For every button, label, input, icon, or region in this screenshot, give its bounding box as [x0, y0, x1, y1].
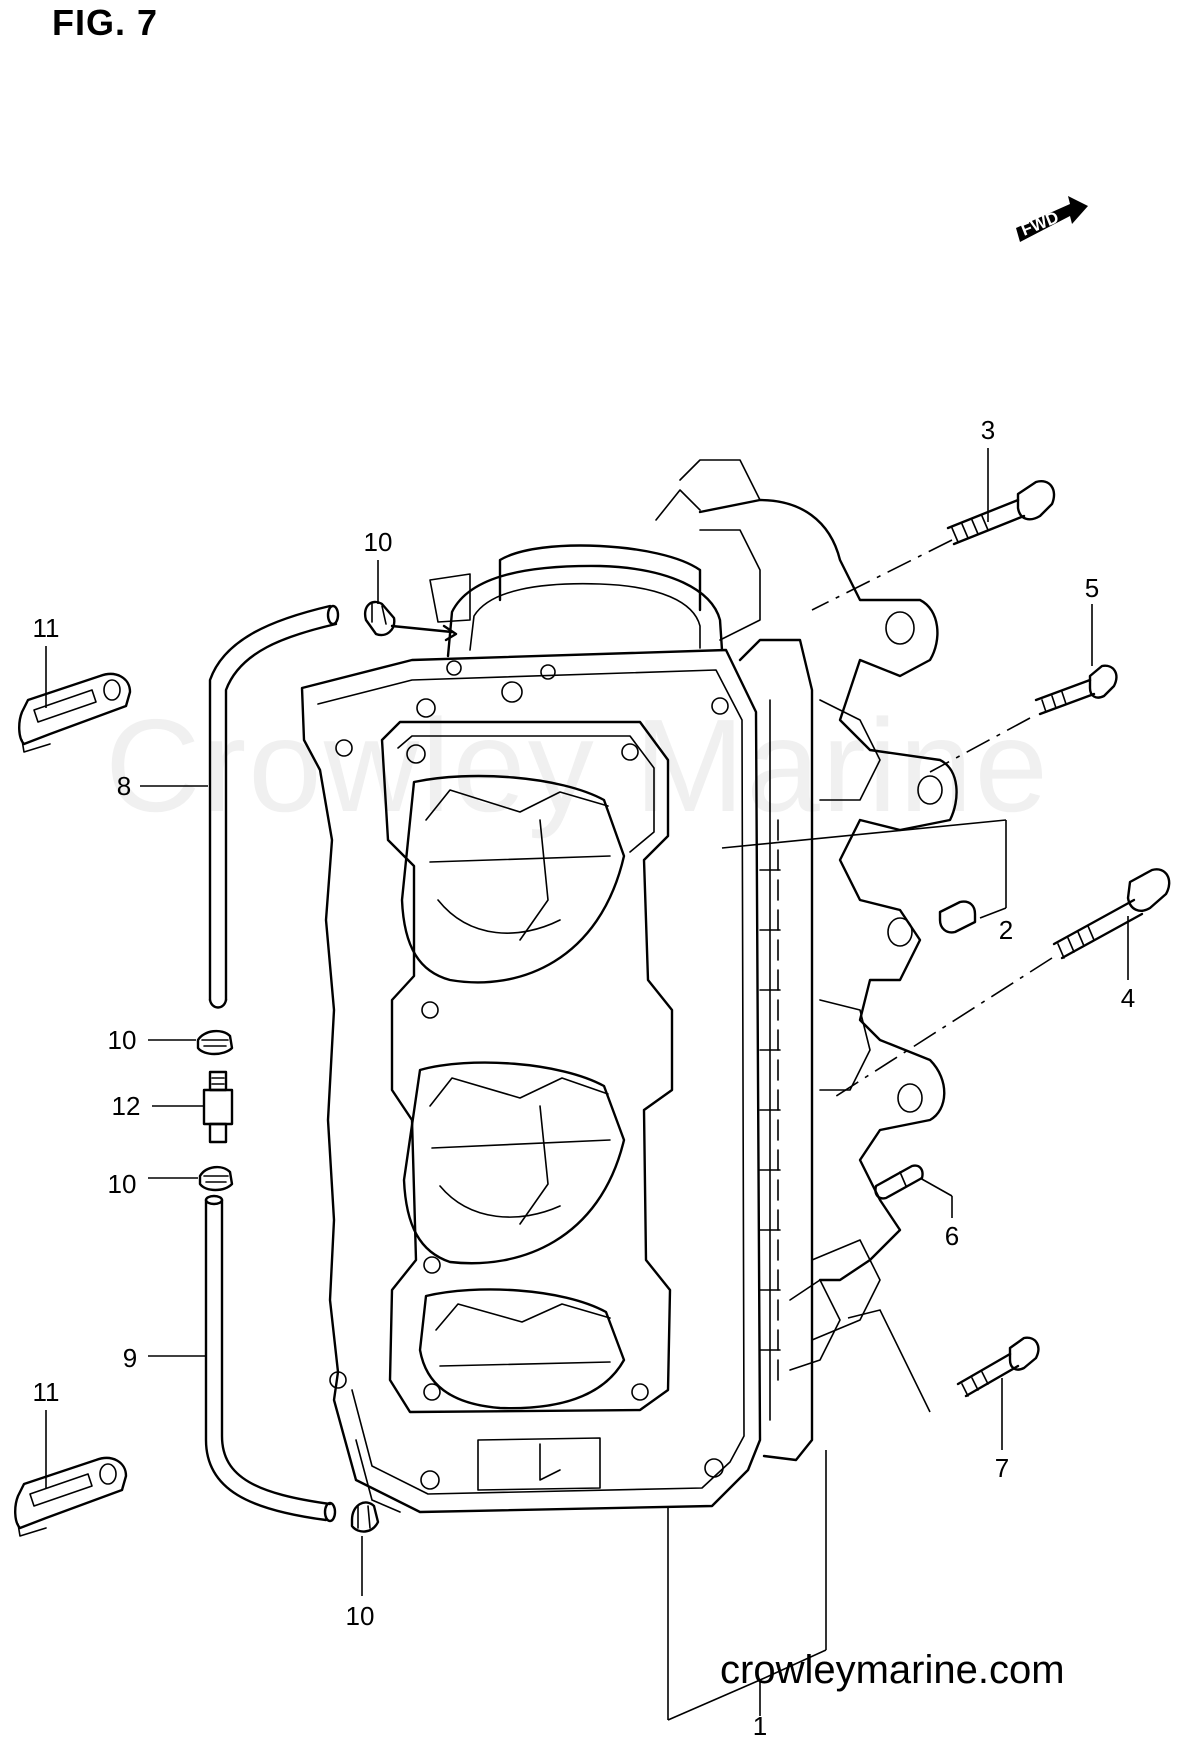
cylinder-block	[300, 459, 958, 1514]
callout-11-top: 11	[32, 613, 60, 643]
callout-2: 2	[998, 915, 1014, 945]
locating-pin	[938, 900, 977, 934]
callout-12: 12	[111, 1091, 141, 1121]
callout-10-mid-upper: 10	[107, 1025, 137, 1055]
callout-4: 4	[1120, 983, 1136, 1013]
callout-10-mid-lower: 10	[107, 1169, 137, 1199]
callout-10-top: 10	[363, 527, 393, 557]
callout-11-bottom: 11	[32, 1377, 60, 1407]
watermark: Crowley Marine	[105, 692, 1050, 839]
callout-9: 9	[122, 1343, 138, 1373]
fitting-12	[202, 1070, 234, 1144]
callout-3: 3	[980, 415, 996, 445]
bracket-11-top	[18, 672, 132, 753]
callout-10-bottom: 10	[345, 1601, 375, 1631]
callout-1: 1	[752, 1711, 768, 1741]
clamp-10-mid-lower	[198, 1165, 234, 1192]
figure-title: FIG. 7	[52, 2, 159, 43]
fitting-6	[874, 1164, 924, 1200]
leader-lines	[45, 448, 1129, 1721]
axis-lines	[811, 539, 1053, 1101]
callout-7: 7	[994, 1453, 1010, 1483]
callout-5: 5	[1084, 573, 1100, 603]
bracket-11-bottom	[14, 1456, 128, 1537]
hose-8	[208, 604, 340, 1009]
bolt-5	[1034, 664, 1118, 716]
callout-8: 8	[116, 771, 132, 801]
bolt-4	[1052, 868, 1171, 960]
clamp-10-top	[363, 600, 458, 642]
clamp-10-mid-upper	[196, 1029, 234, 1056]
bolt-7	[956, 1336, 1040, 1398]
hose-9	[204, 1194, 337, 1523]
bolt-3	[946, 480, 1056, 546]
clamp-10-bottom	[350, 1501, 380, 1533]
website-url: crowleymarine.com	[720, 1648, 1065, 1692]
fwd-arrow-icon: FWD	[1016, 196, 1088, 242]
callout-6: 6	[944, 1221, 960, 1251]
fwd-arrow-label: FWD	[1018, 208, 1061, 240]
